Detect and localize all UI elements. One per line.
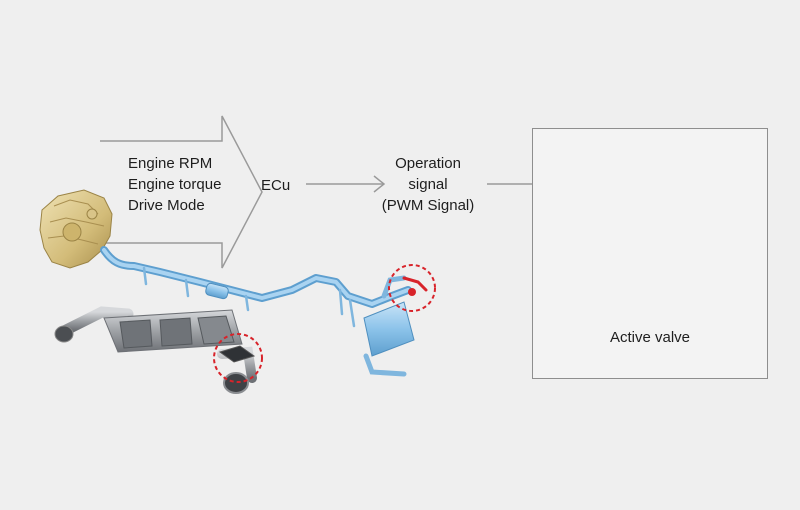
operation-signal-line3: (PWM Signal) — [381, 197, 475, 214]
active-valve-box: Active valve — [532, 128, 768, 379]
engine-torque-label: Engine torque — [128, 176, 222, 193]
operation-signal-line2: signal — [408, 176, 448, 193]
exhaust-system — [100, 246, 428, 377]
engine-rpm-label: Engine RPM — [128, 155, 213, 172]
input-signals-label: Engine RPM Engine torque Drive Mode — [128, 153, 221, 216]
operation-signal-line1: Operation — [395, 155, 461, 172]
operation-signal-label: Operation signal (PWM Signal) — [366, 153, 490, 216]
engine-illustration — [39, 189, 113, 269]
active-valve-label: Active valve — [609, 329, 691, 346]
ecu-label: ECu — [261, 177, 291, 194]
rear-valve-highlight — [388, 264, 436, 312]
drive-mode-label: Drive Mode — [128, 197, 205, 214]
ecu-to-signal-arrow — [306, 175, 386, 193]
muffler-valve-highlight — [213, 333, 263, 383]
input-arrow — [100, 115, 263, 269]
muffler-illustration — [54, 306, 257, 394]
highlight-circles — [213, 264, 436, 383]
